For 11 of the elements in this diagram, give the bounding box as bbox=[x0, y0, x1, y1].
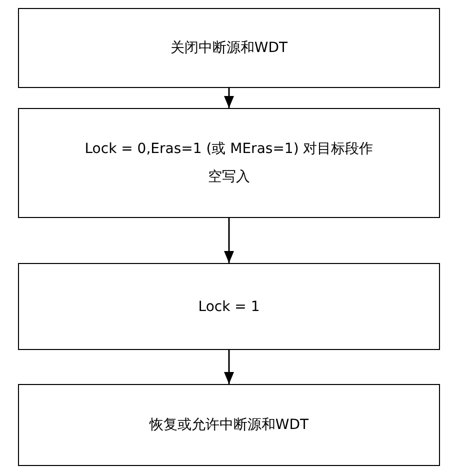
step-text: 恢复或允许中断源和WDT bbox=[149, 417, 309, 433]
step-text: Lock = 1 bbox=[198, 298, 260, 314]
process-box bbox=[18, 8, 440, 88]
process-box bbox=[18, 263, 440, 350]
step-text: Lock = 0,Eras=1 (或 MEras=1) 对目标段作空写入 bbox=[84, 140, 374, 187]
step-text: 关闭中断源和WDT bbox=[170, 40, 288, 56]
arrow bbox=[224, 88, 234, 108]
arrow bbox=[224, 350, 234, 384]
process-box bbox=[18, 384, 440, 466]
process-box bbox=[18, 108, 440, 218]
arrow bbox=[224, 218, 234, 263]
